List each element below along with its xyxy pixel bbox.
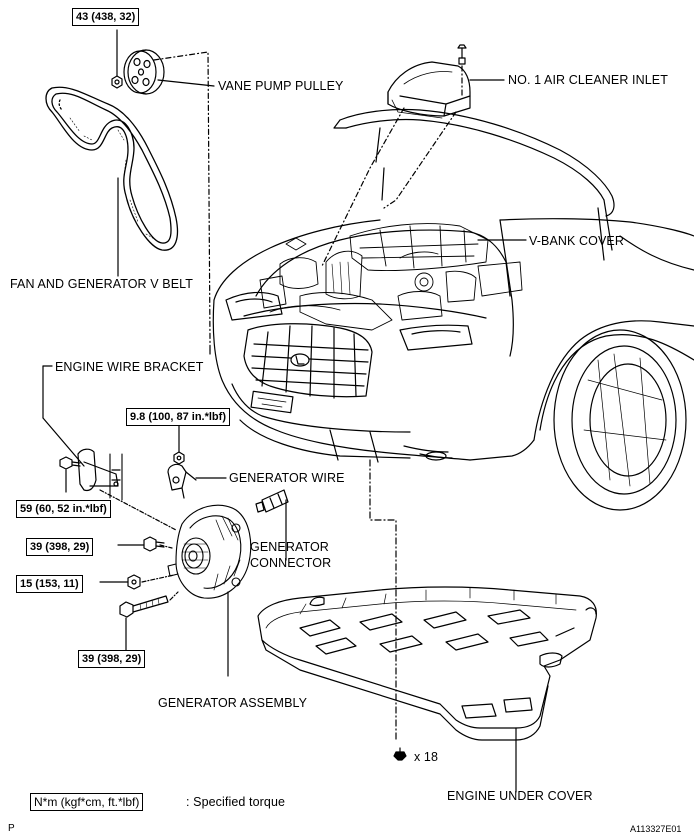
page-letter: P xyxy=(8,823,15,834)
vane-pump-leader xyxy=(157,79,215,87)
gen-nut-torque-box: 15 (153, 11) xyxy=(16,575,83,593)
pulley-phantom-line xyxy=(153,51,211,351)
generator-connector-icon xyxy=(255,489,289,513)
under-cover-phantom-line xyxy=(369,459,397,741)
under-cover-bolt-icon xyxy=(393,747,407,761)
generator-upper-bolt-icon xyxy=(143,536,165,552)
figure-id: A113327E01 xyxy=(630,824,682,834)
vehicle-front-illustration xyxy=(212,108,694,511)
engine-under-cover-label: ENGINE UNDER COVER xyxy=(447,789,593,803)
bracket-torque-box: 59 (60, 52 in.*lbf) xyxy=(16,500,111,518)
generator-connector-label-line1: GENERATOR xyxy=(250,540,329,554)
v-bank-cover-label: V-BANK COVER xyxy=(529,234,624,248)
fan-generator-v-belt-icon xyxy=(45,86,179,251)
air-inlet-clip-icon xyxy=(457,44,467,65)
generator-wire-nut-icon xyxy=(173,451,185,465)
gen-bolt-lower-torque-box: 39 (398, 29) xyxy=(78,650,146,668)
legend-unit-box: N*m (kgf*cm, ft.*lbf) xyxy=(30,793,144,811)
engine-under-cover-icon xyxy=(257,586,597,741)
pulley-nut-icon xyxy=(111,75,123,89)
engine-wire-bracket-icon xyxy=(77,448,123,501)
air-cleaner-inlet-icon xyxy=(387,61,471,119)
vane-pump-pulley-icon xyxy=(123,49,165,95)
air-cleaner-inlet-label: NO. 1 AIR CLEANER INLET xyxy=(508,73,668,87)
generator-assembly-label: GENERATOR ASSEMBLY xyxy=(158,696,308,710)
fan-generator-belt-label: FAN AND GENERATOR V BELT xyxy=(10,277,193,291)
generator-wire-torque-box: 9.8 (100, 87 in.*lbf) xyxy=(126,408,230,426)
bracket-bolt-icon xyxy=(59,456,81,470)
gen-bolt-upper-torque-box: 39 (398, 29) xyxy=(26,538,94,556)
bolt-count-label: x 18 xyxy=(414,750,439,764)
generator-wire-terminal-icon xyxy=(167,463,197,499)
generator-assembly-icon xyxy=(167,504,252,599)
generator-lower-bolt-icon xyxy=(119,595,169,618)
air-inlet-phantom-line xyxy=(383,65,463,209)
generator-nut-icon xyxy=(127,574,141,590)
engine-bay-components xyxy=(259,223,523,331)
pulley-torque-box: 43 (438, 32) xyxy=(72,8,140,26)
legend-description: : Specified torque xyxy=(186,795,286,809)
generator-connector-label-line2: CONNECTOR xyxy=(250,556,332,570)
vane-pump-pulley-label: VANE PUMP PULLEY xyxy=(218,79,344,93)
engine-wire-bracket-label: ENGINE WIRE BRACKET xyxy=(55,360,204,374)
generator-wire-label: GENERATOR WIRE xyxy=(229,471,345,485)
